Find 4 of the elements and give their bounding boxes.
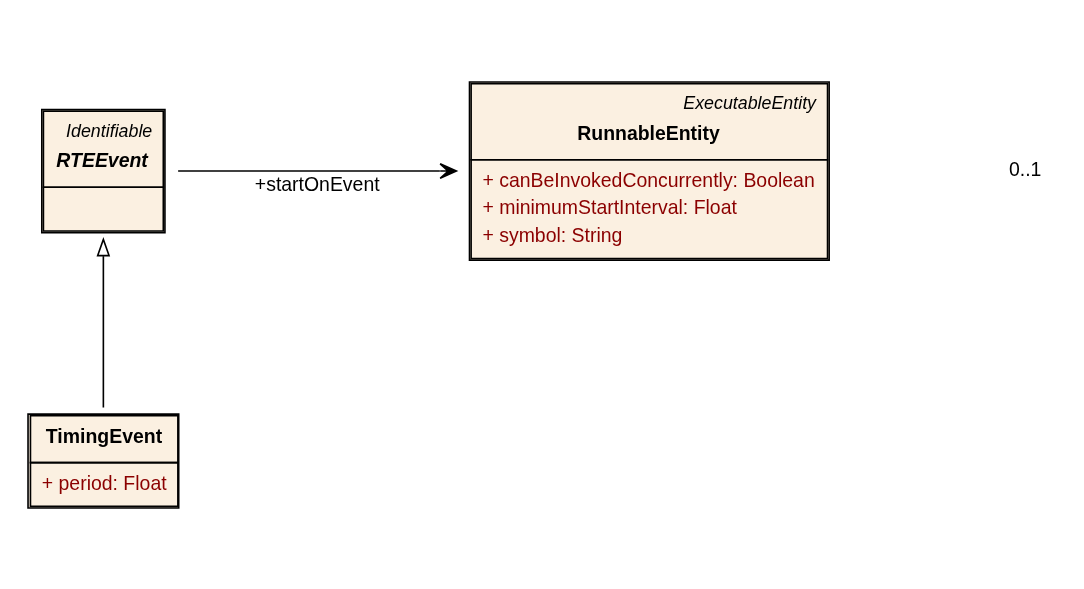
- arrow: [96, 236, 111, 408]
- edge-label: +startOnEvent: [254, 172, 380, 195]
- label: 0..1: [1008, 157, 1042, 180]
- arrow: [177, 162, 458, 179]
